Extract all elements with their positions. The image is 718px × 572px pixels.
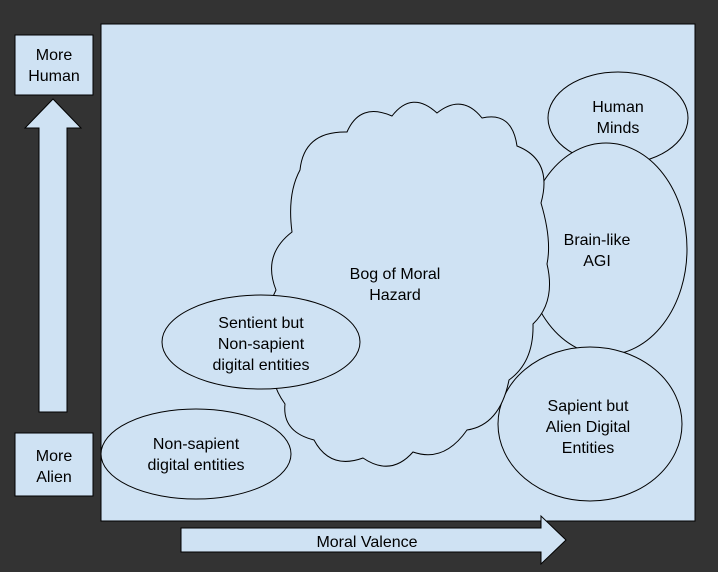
more-alien-label-line1: More xyxy=(36,448,73,465)
sentient-nonsapient-label-line2: Non-sapient xyxy=(218,336,305,353)
brain-like-agi-label-line2: AGI xyxy=(583,253,611,270)
sapient-alien-label-line3: Entities xyxy=(562,440,614,457)
more-human-label-line1: More xyxy=(36,47,73,64)
sentient-nonsapient-label-line1: Sentient but xyxy=(218,315,304,332)
nonsapient-label-line1: Non-sapient xyxy=(153,436,240,453)
more-alien-label-box xyxy=(14,432,94,497)
human-minds-label-line2: Minds xyxy=(597,120,640,137)
sapient-alien-label-line2: Alien Digital xyxy=(546,419,630,436)
human-minds-label-line1: Human xyxy=(592,99,644,116)
bog-label-line1: Bog of Moral xyxy=(350,266,441,283)
more-alien-label-line2: Alien xyxy=(36,469,72,486)
more-human-label-line2: Human xyxy=(28,68,80,85)
bog-label-line2: Hazard xyxy=(369,287,421,304)
vertical-axis-arrow xyxy=(23,98,83,413)
sapient-alien-region xyxy=(497,346,683,502)
moral-valence-label: Moral Valence xyxy=(316,534,417,551)
moral-valence-arrow xyxy=(180,514,567,566)
nonsapient-label-line2: digital entities xyxy=(148,457,245,474)
sentient-nonsapient-label-line3: digital entities xyxy=(213,357,310,374)
brain-like-agi-region xyxy=(524,142,688,356)
nonsapient-region xyxy=(100,408,292,500)
brain-like-agi-label-line1: Brain-like xyxy=(564,232,631,249)
sentient-nonsapient-region xyxy=(161,294,361,390)
more-human-label-box xyxy=(14,34,94,96)
sapient-alien-label-line1: Sapient but xyxy=(548,398,630,415)
